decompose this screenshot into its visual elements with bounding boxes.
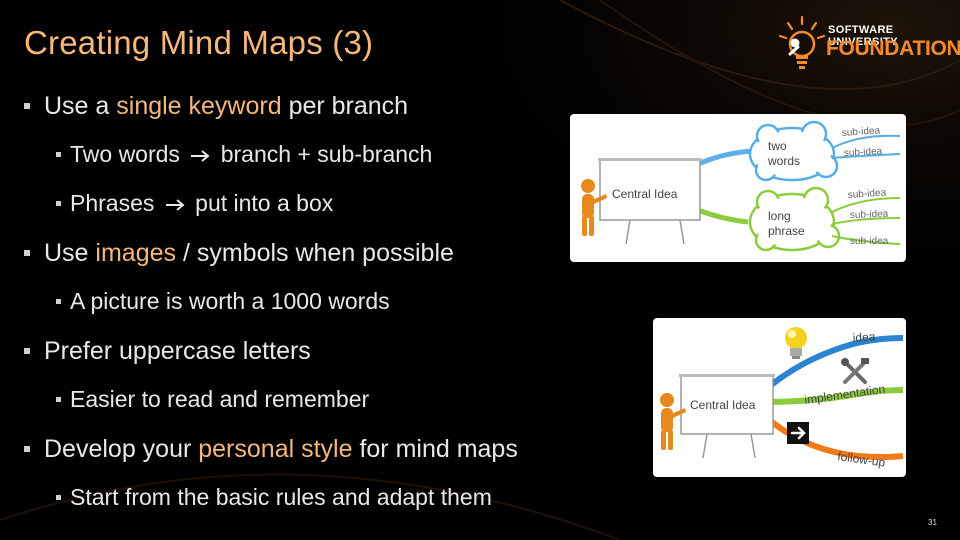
- bullet-text: Easier to read and remember: [70, 386, 370, 412]
- bullet-marker: [56, 397, 61, 402]
- arrow-right-icon: [165, 199, 185, 211]
- sub-idea-label: sub-idea: [847, 187, 886, 201]
- bullet-text: Two words: [70, 141, 180, 167]
- long-phrase-cloud: [748, 186, 841, 252]
- bullet-marker: [24, 446, 30, 452]
- branch-idea-label: idea: [852, 329, 876, 345]
- branch-follow-up-label: follow-up: [837, 449, 887, 470]
- bullet-text: for mind maps: [352, 435, 518, 463]
- sub-idea-label: sub-idea: [850, 209, 889, 221]
- mindmap-illustration-images: idea implementation follow-up Central Id…: [653, 318, 906, 477]
- bullet-text: Develop your: [44, 435, 199, 463]
- bullet-marker: [56, 495, 61, 500]
- tools-icon: [841, 358, 869, 384]
- presenter-figure-icon: [660, 393, 686, 450]
- bullet-marker: [24, 250, 30, 256]
- bullet-text: per branch: [281, 92, 409, 120]
- bullet-marker: [56, 201, 61, 206]
- bullet-item: Start from the basic rules and adapt the…: [56, 484, 492, 511]
- whiteboard: [598, 158, 702, 245]
- bullet-item: Prefer uppercase letters: [24, 337, 311, 366]
- two-words-line2: words: [767, 154, 800, 168]
- bullet-highlight: single keyword: [116, 92, 282, 120]
- page-number: 31: [928, 518, 937, 527]
- bullet-marker: [24, 103, 30, 109]
- bullet-marker: [24, 348, 30, 354]
- logo-line-2: FOUNDATION: [826, 37, 960, 60]
- long-phrase-line1: long: [768, 209, 791, 223]
- presenter-figure-icon: [581, 179, 607, 236]
- bullet-text: put into a box: [195, 190, 334, 216]
- blue-branch: [763, 335, 904, 393]
- two-words-line1: two: [768, 139, 787, 153]
- arrow-right-icon: [191, 150, 210, 162]
- software-university-logo: SOFTWARE UNIVERSITY FOUNDATION: [772, 14, 960, 74]
- bullet-text: Use: [44, 239, 96, 267]
- bullet-item: Easier to read and remember: [56, 386, 369, 413]
- branch-implementation-label: implementation: [803, 382, 886, 407]
- bullet-marker: [56, 299, 61, 304]
- bullet-item: Develop your personal style for mind map…: [24, 435, 518, 464]
- bullet-item: Two words branch + sub-branch: [56, 141, 432, 168]
- bullet-text: branch + sub-branch: [220, 141, 433, 167]
- sub-idea-label: sub-idea: [841, 125, 880, 139]
- bullet-text: Start from the basic rules and adapt the…: [70, 484, 492, 510]
- slide-title: Creating Mind Maps (3): [24, 24, 374, 61]
- bullet-text: Use a: [44, 92, 117, 120]
- bullet-text: A picture is worth a 1000 words: [70, 288, 390, 314]
- central-idea-label: Central Idea: [612, 187, 678, 201]
- lightbulb-icon: [778, 15, 826, 69]
- mindmap-illustration-branches: two words long phrase sub-idea sub-idea …: [570, 114, 906, 262]
- bullet-item: Use images / symbols when possible: [24, 239, 454, 268]
- central-idea-label: Central Idea: [690, 398, 756, 412]
- bullet-highlight: images: [95, 239, 176, 267]
- sub-idea-label: sub-idea: [844, 146, 883, 159]
- whiteboard: [679, 374, 775, 459]
- bullet-item: Phrases put into a box: [56, 190, 333, 217]
- bullet-highlight: personal style: [198, 435, 353, 463]
- green-branch: [764, 387, 904, 405]
- bullet-text: / symbols when possible: [176, 239, 454, 267]
- orange-branch: [763, 413, 904, 460]
- sub-idea-label: sub-idea: [850, 236, 889, 247]
- two-words-cloud: [748, 120, 839, 182]
- long-phrase-line2: phrase: [768, 224, 805, 238]
- logo-line-1: SOFTWARE UNIVERSITY: [828, 24, 899, 48]
- lightbulb-icon: [785, 327, 807, 359]
- bullet-item: Use a single keyword per branch: [24, 92, 408, 121]
- bullet-item: A picture is worth a 1000 words: [56, 288, 390, 315]
- arrow-right-icon: [787, 422, 809, 444]
- bullet-marker: [56, 152, 61, 157]
- bullet-text: Phrases: [70, 190, 155, 216]
- bullet-text: Prefer uppercase letters: [44, 337, 311, 365]
